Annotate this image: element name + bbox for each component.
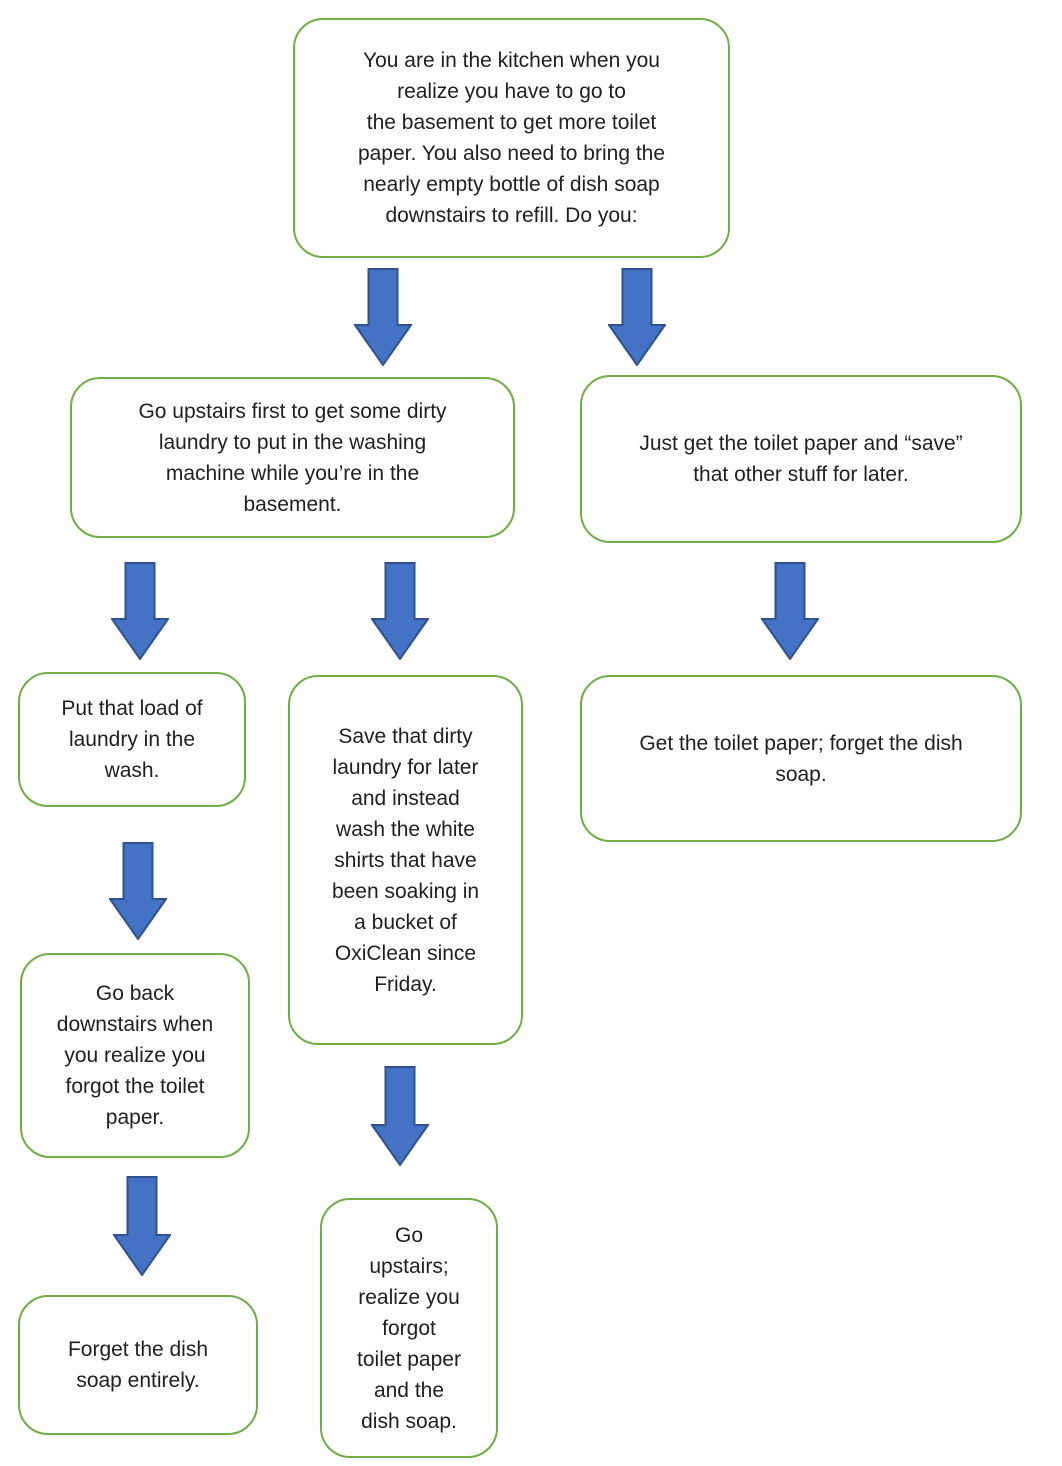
flow-node-go-back-downstairs: Go back downstairs when you realize you …: [20, 953, 250, 1158]
flow-node-go-upstairs-forgot-both: Go upstairs; realize you forgot toilet p…: [320, 1198, 498, 1458]
down-arrow-start-to-laundry-first: [354, 268, 412, 366]
flow-node-get-tp-forget-soap: Get the toilet paper; forget the dish so…: [580, 675, 1022, 842]
flow-node-just-toilet-paper: Just get the toilet paper and “save” tha…: [580, 375, 1022, 543]
flow-node-forget-dish-soap-text: Forget the dish soap entirely.: [67, 1338, 209, 1392]
flow-node-kitchen-start: You are in the kitchen when you realize …: [293, 18, 730, 258]
flow-node-get-tp-forget-soap-text: Get the toilet paper; forget the dish so…: [639, 731, 963, 786]
flow-node-laundry-first: Go upstairs first to get some dirty laun…: [70, 377, 515, 538]
down-arrow-laundry-first-to-put-load: [111, 562, 169, 660]
flow-node-save-laundry-wash-whites-text: Save that dirty laundry for later and in…: [331, 724, 480, 996]
down-arrow-put-load-to-go-back: [109, 842, 167, 940]
down-arrow-save-laundry-to-go-upstairs: [371, 1066, 429, 1166]
flow-node-save-laundry-wash-whites: Save that dirty laundry for later and in…: [288, 675, 523, 1045]
flow-node-put-load-in-wash-text: Put that load of laundry in the wash.: [61, 697, 203, 782]
down-arrow-go-back-to-forget-soap: [113, 1176, 171, 1276]
down-arrow-start-to-just-toilet-paper: [608, 268, 666, 366]
flow-node-put-load-in-wash: Put that load of laundry in the wash.: [18, 672, 246, 807]
down-arrow-laundry-first-to-save-laundry: [371, 562, 429, 660]
flow-node-kitchen-start-text: You are in the kitchen when you realize …: [357, 49, 666, 227]
flow-node-laundry-first-text: Go upstairs first to get some dirty laun…: [138, 399, 447, 516]
flow-node-just-toilet-paper-text: Just get the toilet paper and “save” tha…: [639, 432, 963, 486]
flow-node-go-upstairs-forgot-both-text: Go upstairs; realize you forgot toilet p…: [357, 1223, 461, 1433]
flow-node-go-back-downstairs-text: Go back downstairs when you realize you …: [56, 982, 214, 1129]
flow-node-forget-dish-soap: Forget the dish soap entirely.: [18, 1295, 258, 1435]
down-arrow-just-tp-to-get-tp-forget-soap: [761, 562, 819, 660]
